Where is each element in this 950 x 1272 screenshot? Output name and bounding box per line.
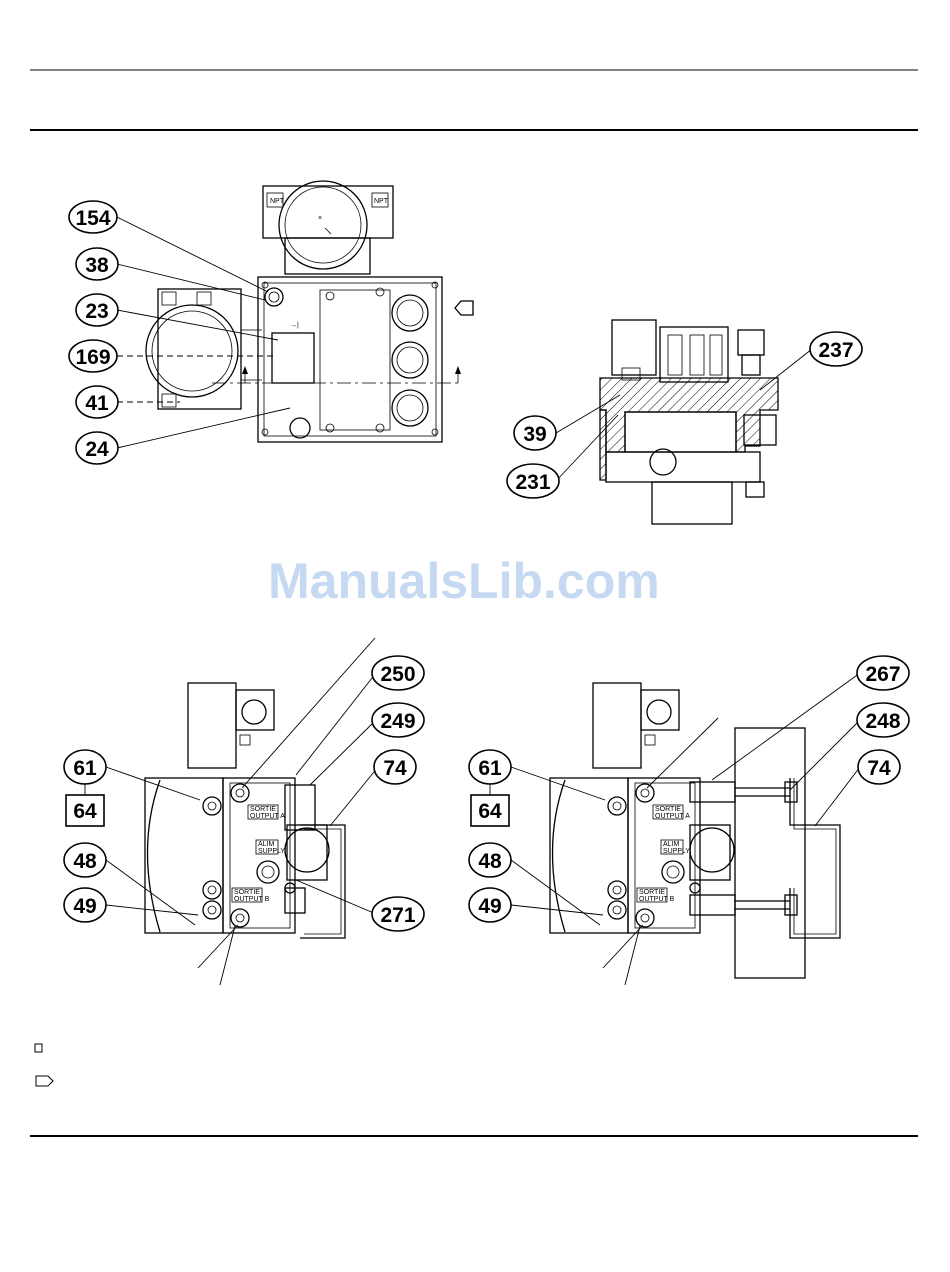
svg-text:267: 267 (865, 663, 900, 686)
callout-48: 48 (64, 843, 106, 877)
svg-text:OUTPUT B: OUTPUT B (639, 896, 675, 903)
svg-text:61: 61 (73, 757, 97, 780)
bottom-left-mounting-view: SORTIE OUTPUT A ALIM SUPPLY SORTIE OUTPU… (145, 638, 375, 985)
svg-text:OUTPUT B: OUTPUT B (234, 896, 270, 903)
svg-text:271: 271 (380, 904, 415, 927)
top-left-callouts: 154 38 23 169 41 24 (69, 201, 290, 464)
top-right-callouts: 237 39 231 (507, 332, 862, 498)
legend (35, 1044, 53, 1086)
svg-text:48: 48 (478, 850, 502, 873)
svg-text:OUTPUT A: OUTPUT A (250, 813, 285, 820)
svg-text:SUPPLY: SUPPLY (258, 848, 285, 855)
svg-text:OUTPUT A: OUTPUT A (655, 813, 690, 820)
callout-61: 61 (64, 750, 106, 784)
callout-41: 41 (76, 386, 118, 418)
callout-169: 169 (69, 340, 117, 372)
svg-text:NPT: NPT (270, 198, 285, 205)
svg-text:49: 49 (478, 895, 501, 918)
callout-231: 231 (507, 464, 559, 498)
svg-text:SUPPLY: SUPPLY (663, 848, 690, 855)
svg-text:237: 237 (818, 339, 853, 362)
callout-250: 250 (372, 656, 424, 690)
callout-24: 24 (76, 432, 118, 464)
callout-74: 74 (374, 750, 416, 784)
svg-text:×: × (318, 215, 322, 222)
callout-74: 74 (858, 750, 900, 784)
callout-248: 248 (857, 703, 909, 737)
svg-text:ALIM: ALIM (663, 841, 680, 848)
callout-39: 39 (514, 416, 556, 450)
svg-text:NPT: NPT (374, 198, 389, 205)
svg-text:61: 61 (478, 757, 502, 780)
svg-text:SORTIE: SORTIE (639, 889, 665, 896)
top-right-section-view (600, 320, 778, 524)
callout-64: 64 (471, 795, 509, 826)
svg-text:48: 48 (73, 850, 97, 873)
callout-64: 64 (66, 795, 104, 826)
top-left-view: NPT NPT × →| (146, 181, 473, 442)
svg-text:SORTIE: SORTIE (250, 806, 276, 813)
callout-237: 237 (810, 332, 862, 366)
callout-49: 49 (469, 888, 511, 922)
svg-text:231: 231 (515, 471, 550, 494)
svg-text:74: 74 (383, 757, 407, 780)
svg-text:249: 249 (380, 710, 415, 733)
svg-text:ALIM: ALIM (258, 841, 275, 848)
callout-48: 48 (469, 843, 511, 877)
square-marker-icon (35, 1044, 42, 1052)
bottom-right-mounting-view: SORTIE OUTPUT A ALIM SUPPLY SORTIE OUTPU… (550, 683, 840, 985)
callout-267: 267 (857, 656, 909, 690)
svg-text:154: 154 (75, 207, 110, 230)
svg-text:23: 23 (85, 300, 108, 323)
svg-text:SORTIE: SORTIE (234, 889, 260, 896)
svg-text:74: 74 (867, 757, 891, 780)
watermark-text: ManualsLib.com (268, 553, 660, 609)
svg-text:24: 24 (85, 438, 109, 461)
svg-text:169: 169 (75, 346, 110, 369)
svg-text:248: 248 (865, 710, 900, 733)
callout-38: 38 (76, 248, 118, 280)
svg-text:→|: →| (290, 322, 299, 329)
flag-marker-icon (36, 1076, 53, 1086)
svg-text:250: 250 (380, 663, 415, 686)
callout-61: 61 (469, 750, 511, 784)
svg-text:64: 64 (478, 800, 502, 823)
callout-249: 249 (372, 703, 424, 737)
svg-text:SORTIE: SORTIE (655, 806, 681, 813)
svg-text:38: 38 (85, 254, 109, 277)
svg-text:64: 64 (73, 800, 97, 823)
callout-23: 23 (76, 294, 118, 326)
svg-text:41: 41 (85, 392, 109, 415)
callout-271: 271 (372, 897, 424, 931)
svg-text:49: 49 (73, 895, 96, 918)
callout-154: 154 (69, 201, 117, 233)
callout-49: 49 (64, 888, 106, 922)
svg-text:39: 39 (523, 423, 546, 446)
bottom-right-callouts: 267 248 74 61 64 48 49 (469, 656, 909, 925)
